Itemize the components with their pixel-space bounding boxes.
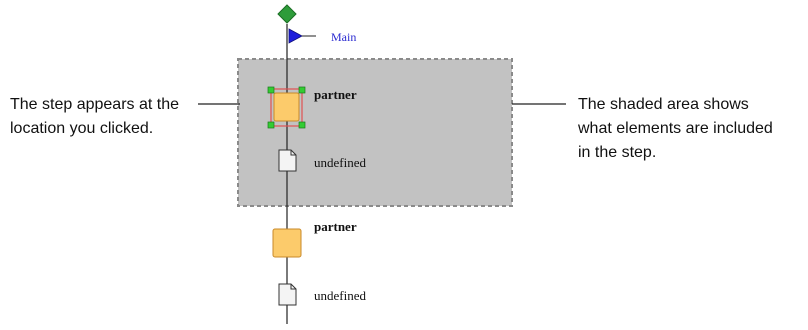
right-callout-line: in the step. bbox=[578, 144, 657, 161]
selection-handle-bottom-right[interactable] bbox=[298, 121, 306, 129]
right-callout-line: what elements are included bbox=[578, 120, 773, 137]
start-label: Main bbox=[331, 30, 357, 44]
document-page-icon[interactable] bbox=[278, 149, 297, 172]
selected-step-label: partner bbox=[314, 87, 357, 102]
right-callout-text: The shaded area shows what elements are … bbox=[578, 93, 804, 165]
orange-square-step-icon[interactable] bbox=[273, 92, 300, 122]
selected-step-document-label: undefined bbox=[314, 155, 366, 170]
document-label: undefined bbox=[314, 288, 366, 303]
left-callout-line: location you clicked. bbox=[10, 120, 154, 137]
right-callout-line: The shaded area shows bbox=[578, 96, 749, 113]
selection-border bbox=[270, 88, 303, 127]
selection-handle-bottom-left[interactable] bbox=[267, 121, 275, 129]
orange-square-step-icon[interactable] bbox=[272, 228, 302, 258]
selection-handle-top-right[interactable] bbox=[298, 86, 306, 94]
selection-handle-top-left[interactable] bbox=[267, 86, 275, 94]
document-page-icon[interactable] bbox=[278, 283, 297, 306]
step-label: partner bbox=[314, 219, 357, 234]
green-diamond-start-icon[interactable] bbox=[277, 4, 297, 24]
blue-flag-icon[interactable] bbox=[288, 28, 303, 44]
selected-step-node[interactable] bbox=[267, 86, 306, 129]
left-callout-line: The step appears at the bbox=[10, 96, 179, 113]
step-shaded-area bbox=[237, 58, 513, 207]
left-callout-text: The step appears at the location you cli… bbox=[10, 93, 200, 141]
